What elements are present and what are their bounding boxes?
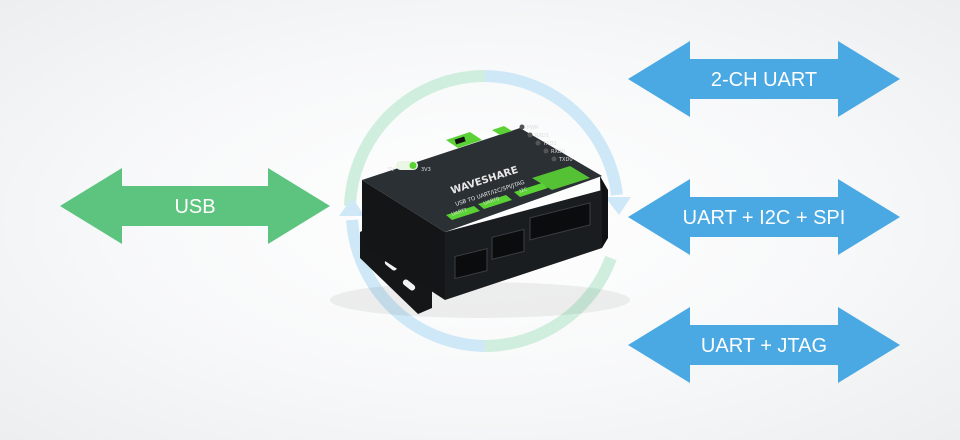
usb-port (454, 136, 466, 145)
mounting-slot (402, 279, 416, 291)
led-label-rxd0: RXD0 (551, 149, 565, 155)
voltage-switch-knob (409, 162, 417, 169)
led-txd1-indicator (535, 140, 541, 146)
device: 5V 3V3 WAVESHARE USB TO UART/I2C/SPI/JTA… (330, 124, 630, 318)
port-connector (491, 228, 525, 260)
usb-arrow: USB (60, 168, 330, 244)
uart-jtag-arrow-shape (628, 307, 900, 383)
usb-arrow-label: USB (174, 196, 215, 218)
cycle-arc-blue-bottom (346, 219, 486, 352)
led-label-txd1: TXD1 (542, 141, 557, 147)
cycle-arrowhead-right (605, 197, 631, 215)
uart-i2c-spi-arrow: UART + I2C + SPI (628, 179, 900, 255)
led-txd0-indicator (551, 156, 557, 162)
port-label-i2c: I2C (519, 187, 529, 195)
jumper-block (492, 126, 512, 135)
status-leds: PWR RXD1 TXD1 RXD0 TXD0 (519, 124, 573, 163)
led-pwr-indicator (519, 124, 525, 130)
cycle-arc-green-bottom (484, 255, 617, 352)
led-label-rxd1: RXD1 (535, 133, 549, 139)
led-label-pwr: PWR (527, 125, 539, 131)
usb-arrow-shape (60, 168, 330, 244)
port-label-uart1: UART1 (451, 207, 468, 218)
switch-label-3v3: 3V3 (421, 167, 431, 173)
port-label-block (514, 183, 548, 197)
case-left (362, 180, 445, 300)
switch-label-5v: 5V (388, 167, 395, 173)
led-rxd0-indicator (543, 148, 549, 154)
cycle-arc-green-top (344, 70, 486, 207)
uart-jtag-arrow: UART + JTAG (628, 307, 900, 383)
led-rxd1-indicator (527, 132, 533, 138)
uart-jtag-arrow-label: UART + JTAG (701, 335, 827, 357)
cycle-ring (339, 70, 631, 352)
uart-i2c-spi-arrow-label: UART + I2C + SPI (683, 207, 846, 229)
cycle-arrowhead-left (339, 198, 365, 216)
uart-i2c-spi-arrow-shape (628, 179, 900, 255)
pin-grid (532, 166, 590, 190)
port-label-uart0: UART0 (483, 196, 500, 207)
led-label-txd0: TXD0 (558, 157, 573, 163)
port-connector (529, 202, 591, 241)
uart2-arrow-label: 2-CH UART (711, 69, 817, 91)
uart2-arrow: 2-CH UART (628, 41, 900, 117)
port-connector (454, 247, 488, 280)
uart2-arrow-shape (628, 41, 900, 117)
cycle-arc-blue-top (484, 70, 623, 196)
case-top (362, 128, 602, 232)
port-label-block (446, 206, 480, 220)
port-label-block (478, 195, 512, 209)
